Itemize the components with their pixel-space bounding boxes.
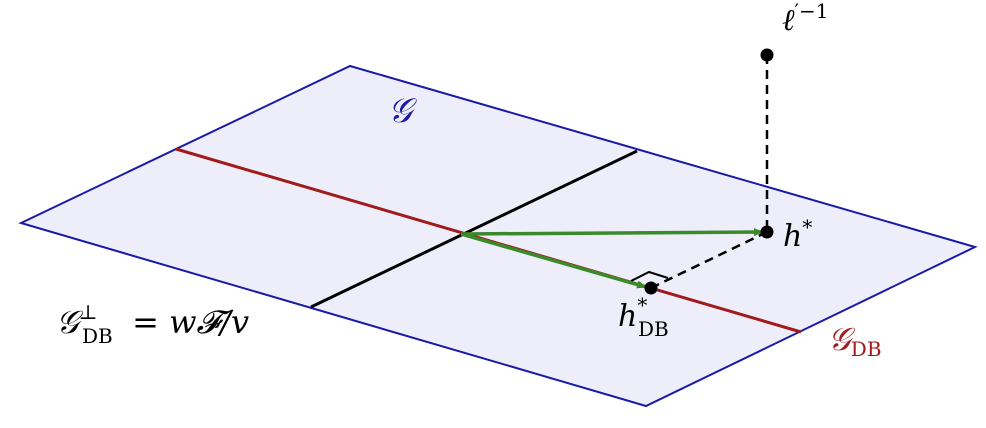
label-plane-g: 𝒢 [388,91,417,131]
label-h-star-sup: * [802,215,812,239]
label-point-h-db: h* DB [618,293,669,341]
label-point-ell-main: ℓ [782,3,795,38]
label-point-h-star: h* [783,215,812,254]
point-h-db [644,281,658,295]
label-complement-sup: ⊥ [79,300,98,324]
green-arrow-to-h-star [460,228,764,237]
green-arrow-to-h-db [460,232,647,289]
label-complement-rest: = w𝓕/v [122,303,249,341]
label-subspace-g-db: 𝒢DB [828,320,882,361]
orthogonal-complement-line [310,149,638,309]
label-h-star-main: h [783,219,802,254]
label-h-db-sub: DB [638,317,669,341]
label-complement-sub: DB [82,324,113,348]
dashed-projection-line [650,230,768,290]
point-ell [760,48,774,62]
label-point-ell-sup: ′−1 [795,0,829,23]
label-h-db-main: h [618,299,637,334]
right-angle-mark [630,270,669,282]
plane-g [18,64,978,408]
label-g-db-sub: DB [851,337,882,361]
label-h-db-sup: * [637,293,647,317]
label-point-ell: ℓ′−1 [782,0,829,38]
label-complement: 𝒢⊥ DB = w𝓕/v [56,300,249,348]
point-h-star [760,225,774,239]
